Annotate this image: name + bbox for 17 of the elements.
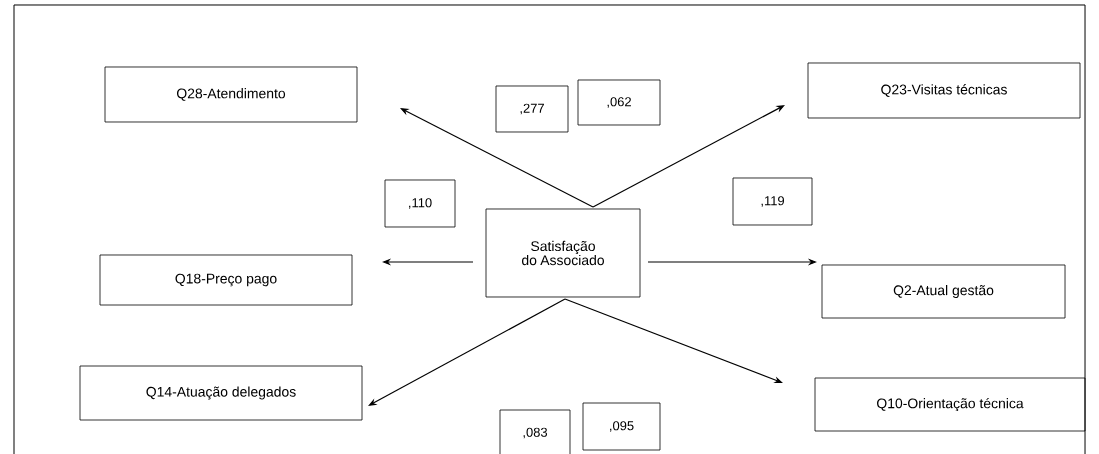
coefficient-box: ,083	[499, 409, 571, 454]
construct-box: Satisfação do Associado	[485, 208, 641, 298]
arrow	[368, 298, 566, 406]
arrow	[592, 105, 785, 208]
coefficient-box: ,095	[582, 402, 661, 451]
coefficient-box: ,277	[495, 85, 569, 133]
arrow	[400, 108, 594, 208]
arrow	[564, 298, 783, 384]
coefficient-box: ,062	[577, 79, 661, 126]
item-box: Q10-Orientação técnica	[814, 377, 1086, 432]
item-box: Q28-Atendimento	[104, 66, 358, 123]
coefficient-box: ,110	[384, 179, 456, 228]
item-box: Q2-Atual gestão	[821, 264, 1066, 319]
coefficient-box: ,119	[732, 177, 813, 226]
item-box: Q14-Atuação delegados	[79, 365, 363, 421]
item-box: Q18-Preço pago	[99, 254, 353, 306]
item-box: Q23-Visitas técnicas	[807, 62, 1081, 119]
